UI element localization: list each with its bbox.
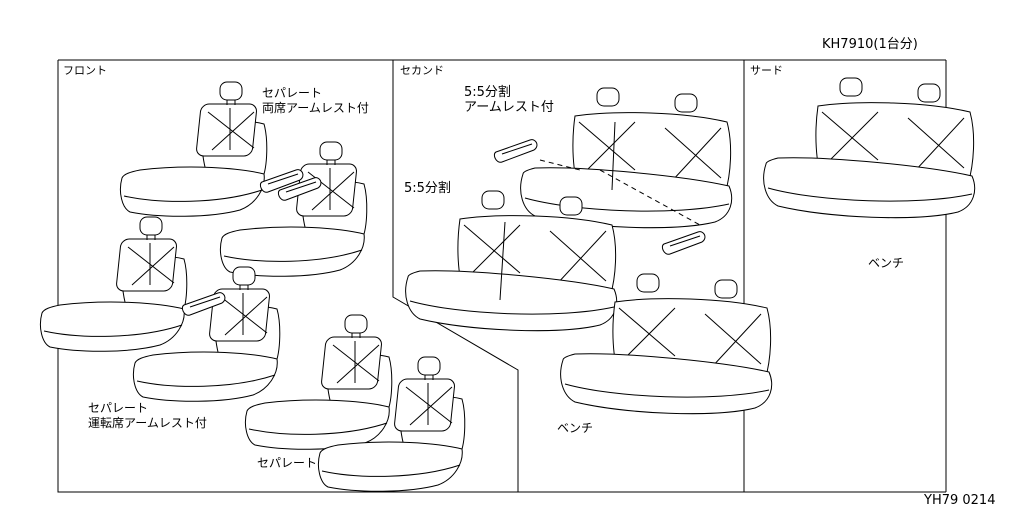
second-split-armrest-bench [520,87,733,229]
second-armrest-leader-1 [539,159,581,171]
label-third-bench: ベンチ [868,256,905,270]
label-second-split-armrest-line2: アームレスト付 [464,100,554,115]
label-front-separate-driver-line2: 運転席アームレスト付 [88,416,207,430]
frame-divider-front-second [392,60,519,492]
second-split-divider-2 [499,221,506,301]
drawing-code: YH79 0214 [924,493,996,508]
front-seat-driver-armrest-left [39,216,188,352]
label-front-separate: セパレート [257,456,318,470]
second-armrest-right [661,231,706,255]
label-second-split: 5:5分割 [404,181,451,196]
second-armrest-left [493,139,538,163]
third-bench [763,77,976,219]
frame-front-left-bottom [57,60,518,493]
label-second-bench: ベンチ [557,421,594,435]
panel-title-third: サード [750,64,783,77]
label-front-separate-driver-line1: セパレート [88,401,149,415]
label-front-separate-both-line2: 両席アームレスト付 [262,101,369,115]
panel-title-front: フロント [63,64,107,77]
label-front-separate-both-line1: セパレート [262,86,323,100]
panel-title-second: セカンド [400,64,444,77]
part-code: KH7910(1台分) [822,37,918,52]
second-armrest-leader-2 [599,169,701,226]
label-second-split-armrest-line1: 5:5分割 [464,85,511,100]
front-seat-both-armrest-left [119,81,268,217]
second-split-divider-1 [611,121,616,191]
